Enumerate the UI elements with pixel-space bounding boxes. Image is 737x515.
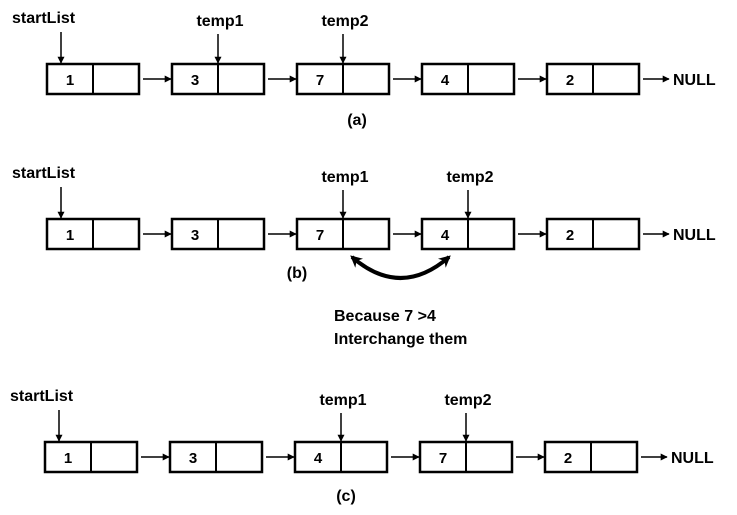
node-value: 7 <box>316 227 324 244</box>
node-value: 7 <box>439 450 447 467</box>
node-value: 1 <box>66 227 74 244</box>
list-node: 1 <box>43 440 139 474</box>
list-node: 7 <box>295 217 391 251</box>
list-node: 3 <box>168 440 264 474</box>
node-value: 1 <box>64 450 72 467</box>
node-value: 4 <box>314 450 323 467</box>
pointer-label-temp1: temp1 <box>196 13 243 30</box>
node-value: 3 <box>189 450 197 467</box>
list-node: 4 <box>420 62 516 96</box>
note-line-2: Interchange them <box>334 331 467 348</box>
note-line-1: Because 7 >4 <box>334 308 436 325</box>
pointer-label-temp1: temp1 <box>319 392 366 409</box>
pointer-label-temp1: temp1 <box>321 169 368 186</box>
node-value: 2 <box>566 227 574 244</box>
start-list-label: startList <box>10 388 74 405</box>
pointer-label-temp2: temp2 <box>321 13 368 30</box>
diagram-caption: (a) <box>347 112 367 129</box>
list-node: 7 <box>295 62 391 96</box>
pointer-label-temp2: temp2 <box>444 392 491 409</box>
list-node: 4 <box>420 217 516 251</box>
list-node: 2 <box>543 440 639 474</box>
list-node: 2 <box>545 217 641 251</box>
node-value: 4 <box>441 72 450 89</box>
diagram-c: startList 1 3 4 7 2 NULL temp1 temp2 (c) <box>10 388 714 505</box>
node-value: 7 <box>316 72 324 89</box>
null-terminator: NULL <box>671 450 714 467</box>
diagram-caption: (c) <box>336 488 356 505</box>
node-value: 4 <box>441 227 450 244</box>
node-value: 1 <box>66 72 74 89</box>
list-node: 3 <box>170 217 266 251</box>
pointer-label-temp2: temp2 <box>446 169 493 186</box>
node-value: 2 <box>566 72 574 89</box>
null-terminator: NULL <box>673 72 716 89</box>
node-value: 2 <box>564 450 572 467</box>
diagram-b: startList 1 3 7 4 2 NULL temp1 temp2 (b) <box>12 165 716 282</box>
list-node: 1 <box>45 62 141 96</box>
list-node: 7 <box>418 440 514 474</box>
list-node: 2 <box>545 62 641 96</box>
null-terminator: NULL <box>673 227 716 244</box>
list-node: 3 <box>170 62 266 96</box>
node-value: 3 <box>191 72 199 89</box>
list-node: 1 <box>45 217 141 251</box>
swap-arrow <box>350 255 451 280</box>
start-list-label: startList <box>12 10 76 27</box>
diagram-a: startList 1 3 7 4 2 NULL temp1 temp2 (a) <box>12 10 716 129</box>
node-value: 3 <box>191 227 199 244</box>
start-list-label: startList <box>12 165 76 182</box>
diagram-caption: (b) <box>287 265 307 282</box>
list-node: 4 <box>293 440 389 474</box>
